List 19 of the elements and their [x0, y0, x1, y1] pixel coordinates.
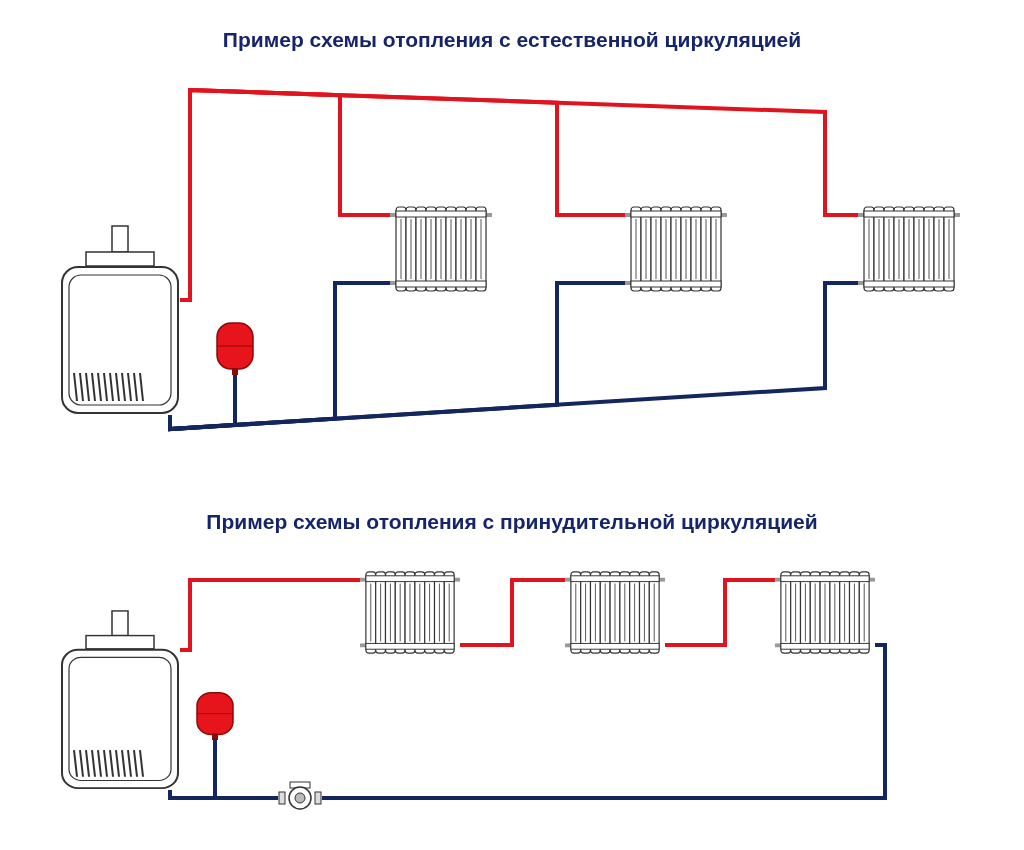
pipe [168, 375, 237, 432]
pipe [322, 643, 887, 800]
radiator-drawing [390, 205, 492, 293]
heading: Пример схемы отопления с естественной циркуляцией [222, 28, 802, 52]
pipe [665, 578, 775, 647]
radiator-drawing [360, 570, 460, 655]
radiator-drawing [858, 205, 960, 293]
heading: Пример схемы отопления с принудительной циркуляцией [206, 510, 818, 534]
pump-drawing [278, 780, 322, 810]
radiator-drawing [565, 570, 665, 655]
pipe [168, 740, 217, 800]
radiator-drawing [775, 570, 875, 655]
pipe [180, 578, 360, 652]
radiator-drawing [625, 205, 727, 293]
boiler-drawing [60, 225, 180, 415]
boiler-drawing [60, 610, 180, 790]
expansion-tank-drawing [215, 320, 255, 375]
pipe [460, 578, 565, 647]
expansion-tank-drawing [195, 690, 235, 740]
